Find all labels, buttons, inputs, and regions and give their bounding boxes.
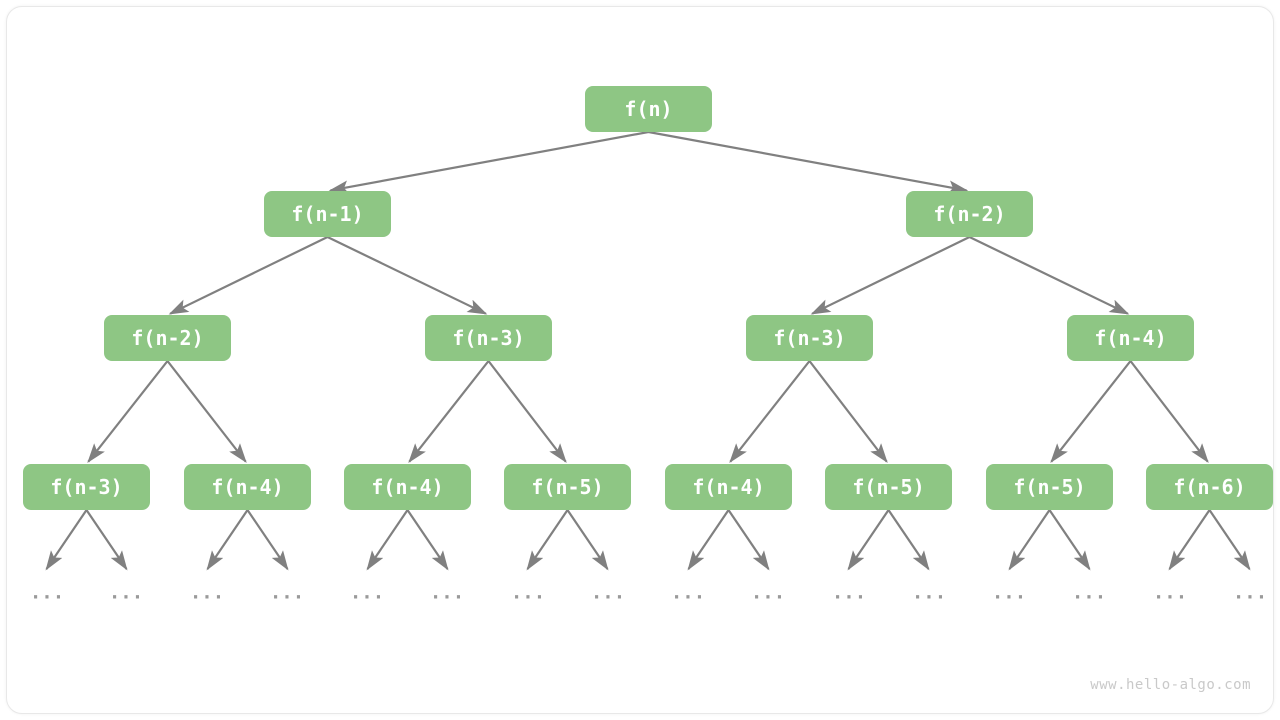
tree-ellipsis: ... [911,581,947,604]
tree-edge-n6-to-n14 [1129,360,1209,464]
tree-node-label: f(n-5) [531,475,604,499]
diagram-card: f(n) f(n-1) f(n-2) f(n-2) f(n-3) f(n-3) f(n-4)… [6,6,1274,714]
tree-node-label: f(n-4) [692,475,765,499]
tree-ellipsis: ... [429,581,465,604]
tree-stub-edge-n12-10 [847,509,890,571]
tree-stub-edge-n14-14 [1168,509,1211,571]
tree-node-n13[interactable]: f(n-5) [986,464,1113,510]
tree-ellipsis: ... [1152,581,1188,604]
tree-edge-n0-to-n1 [328,130,649,194]
tree-edge-n0-to-n2 [648,130,969,194]
tree-node-label: f(n-5) [1013,475,1086,499]
tree-stub-edge-n11-8 [687,509,730,571]
tree-edge-n6-to-n13 [1050,360,1132,464]
tree-ellipsis: ... [108,581,144,604]
tree-edge-n2-to-n5 [810,236,970,315]
tree-node-n12[interactable]: f(n-5) [825,464,952,510]
tree-edge-n5-to-n11 [729,360,811,464]
tree-stub-edge-n9-5 [406,509,449,571]
tree-node-n10[interactable]: f(n-5) [504,464,631,510]
tree-node-label: f(n-6) [1173,475,1246,499]
tree-ellipsis: ... [991,581,1027,604]
tree-node-n3[interactable]: f(n-2) [104,315,231,361]
tree-ellipsis: ... [189,581,225,604]
tree-node-n4[interactable]: f(n-3) [425,315,552,361]
tree-edge-n4-to-n10 [487,360,567,464]
tree-node-n5[interactable]: f(n-3) [746,315,873,361]
tree-ellipsis: ... [670,581,706,604]
recursion-tree-edges [45,130,1251,571]
tree-node-label: f(n-2) [131,326,204,350]
tree-node-n0[interactable]: f(n) [585,86,712,132]
tree-stub-edge-n12-11 [887,509,930,571]
tree-node-n1[interactable]: f(n-1) [264,191,391,237]
tree-stub-edge-n7-0 [45,509,88,571]
tree-ellipsis: ... [269,581,305,604]
tree-edge-n1-to-n4 [327,236,488,315]
tree-stub-edge-n14-15 [1208,509,1251,571]
tree-stub-edge-n8-2 [206,509,249,571]
tree-node-n9[interactable]: f(n-4) [344,464,471,510]
tree-edge-n2-to-n6 [969,236,1130,315]
tree-ellipsis: ... [1232,581,1268,604]
tree-stub-edge-n7-1 [85,509,128,571]
tree-node-n6[interactable]: f(n-4) [1067,315,1194,361]
watermark-label: www.hello-algo.com [1090,677,1251,693]
tree-node-label: f(n-4) [1094,326,1167,350]
tree-edge-n3-to-n7 [87,360,169,464]
tree-ellipsis: ... [831,581,867,604]
edge-layer [45,130,1251,571]
tree-ellipsis: ... [750,581,786,604]
tree-ellipsis: ... [29,581,65,604]
tree-edge-n5-to-n12 [808,360,888,464]
tree-edge-n4-to-n9 [408,360,490,464]
tree-ellipsis: ... [590,581,626,604]
tree-stub-edge-n8-3 [246,509,289,571]
tree-node-label: f(n-2) [933,202,1006,226]
tree-node-label: f(n-3) [50,475,123,499]
tree-stub-edge-n10-6 [526,509,569,571]
tree-node-n8[interactable]: f(n-4) [184,464,311,510]
tree-node-n7[interactable]: f(n-3) [23,464,150,510]
tree-node-label: f(n-5) [852,475,925,499]
tree-edge-n1-to-n3 [168,236,328,315]
tree-node-label: f(n-3) [773,326,846,350]
tree-node-label: f(n-4) [371,475,444,499]
tree-stub-edge-n11-9 [727,509,770,571]
tree-node-label: f(n-3) [452,326,525,350]
tree-node-label: f(n) [624,97,673,121]
tree-edge-n3-to-n8 [166,360,247,464]
tree-node-n2[interactable]: f(n-2) [906,191,1033,237]
tree-node-label: f(n-4) [211,475,284,499]
tree-node-n14[interactable]: f(n-6) [1146,464,1273,510]
tree-stub-edge-n10-7 [566,509,609,571]
tree-ellipsis: ... [349,581,385,604]
tree-node-n11[interactable]: f(n-4) [665,464,792,510]
tree-node-label: f(n-1) [291,202,364,226]
tree-stub-edge-n9-4 [366,509,409,571]
tree-stub-edge-n13-13 [1048,509,1091,571]
tree-ellipsis: ... [510,581,546,604]
tree-stub-edge-n13-12 [1008,509,1051,571]
tree-ellipsis: ... [1071,581,1107,604]
